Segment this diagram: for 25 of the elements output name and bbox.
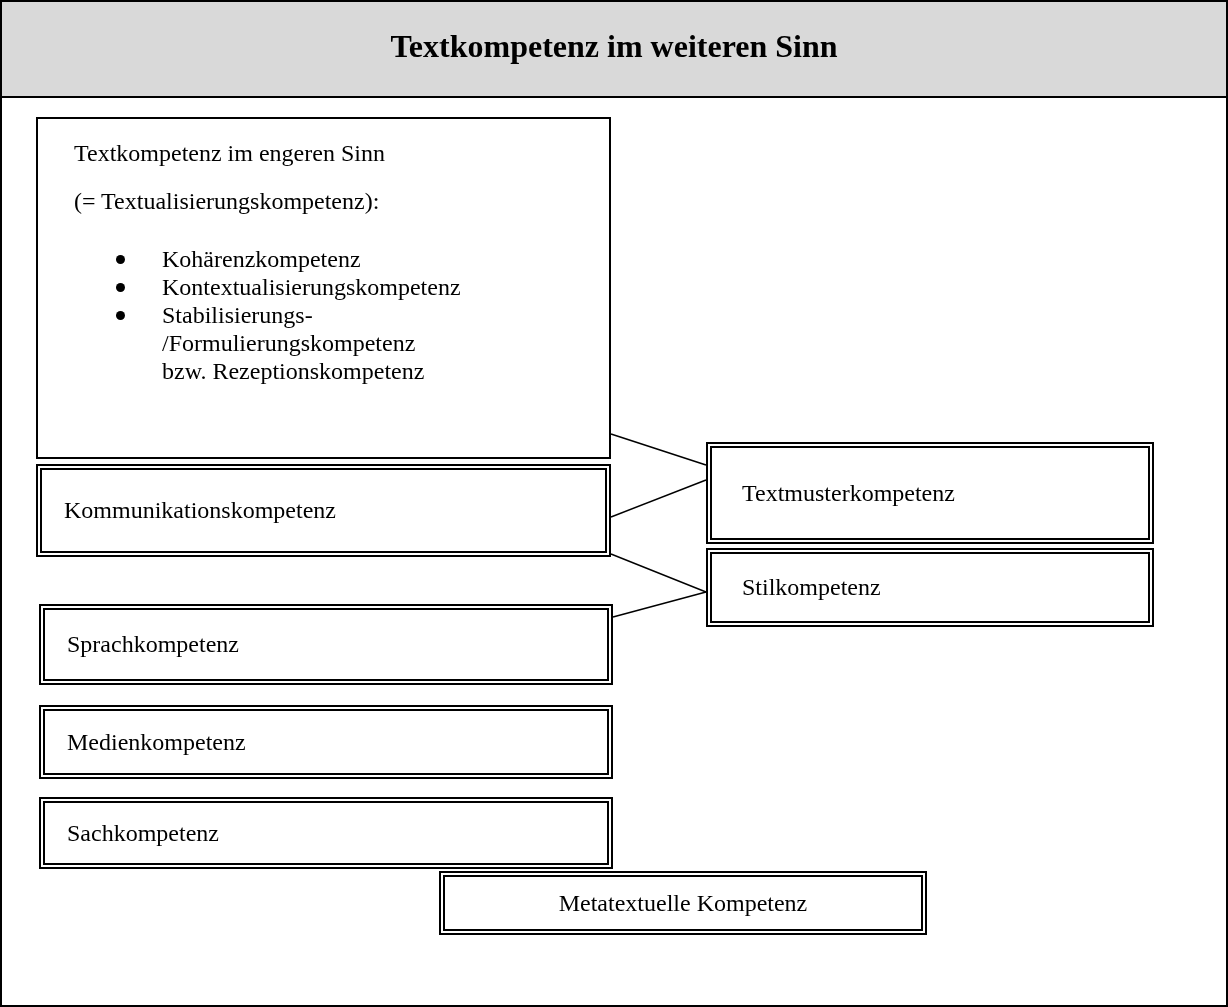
- concept-box: [39, 604, 613, 685]
- connector-line: [610, 433, 707, 466]
- box-label: Medienkompetenz: [67, 728, 246, 756]
- concept-box: [36, 464, 611, 557]
- concept-box: [36, 117, 611, 459]
- box-label: Textmusterkompetenz: [742, 479, 955, 507]
- connector-line: [610, 479, 707, 518]
- box-label: Sprachkompetenz: [67, 631, 239, 658]
- box-label: Stilkompetenz: [742, 574, 881, 601]
- connector-line: [610, 553, 707, 593]
- title: Textkompetenz im weiteren Sinn: [389, 28, 839, 65]
- box-subheading: (= Textualisierungskompetenz):: [74, 187, 380, 215]
- concept-box: [706, 442, 1154, 544]
- connector-line: [612, 591, 707, 618]
- concept-box: [706, 548, 1154, 627]
- box-label: Kommunikationskompetenz: [64, 497, 336, 524]
- box-heading: Textkompetenz im engeren Sinn: [74, 139, 385, 167]
- list-item: Kontextualisierungskompetenz: [162, 274, 461, 300]
- box-label: Metatextuelle Kompetenz: [558, 889, 808, 917]
- list-item: Stabilisierungs- /Formulierungskompetenz bzw. Rezeptionskompetenz: [162, 302, 425, 384]
- concept-box: [39, 705, 613, 779]
- list-item: Kohärenzkompetenz: [162, 246, 361, 272]
- concept-box: [439, 871, 927, 935]
- concept-box: [39, 797, 613, 869]
- box-label: Sachkompetenz: [67, 819, 219, 847]
